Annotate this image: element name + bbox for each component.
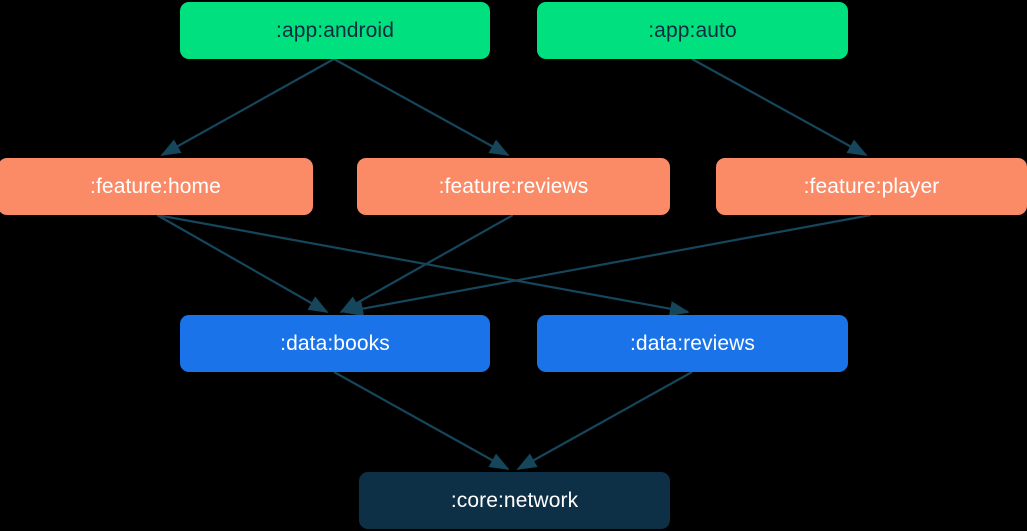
- graph-node-label: :data:books: [280, 332, 390, 355]
- graph-edge-feature-player-to-data-books: [343, 213, 872, 317]
- graph-node-feature-player[interactable]: :feature:player: [716, 158, 1027, 215]
- graph-node-label: :data:reviews: [629, 332, 756, 355]
- graph-node-data-reviews[interactable]: :data:reviews: [537, 315, 848, 372]
- graph-edge-feature-reviews-to-data-books: [339, 214, 514, 313]
- graph-node-label: :feature:player: [803, 175, 940, 198]
- graph-node-label: :app:auto: [648, 19, 737, 42]
- graph-node-app-android[interactable]: :app:android: [180, 2, 490, 59]
- graph-node-app-auto[interactable]: :app:auto: [537, 2, 848, 59]
- graph-edge-data-reviews-to-core-network: [516, 371, 693, 470]
- graph-node-core-network[interactable]: :core:network: [359, 472, 670, 529]
- edge-group: [156, 58, 872, 470]
- graph-edge-app-auto-to-feature-player: [691, 58, 868, 156]
- graph-edge-app-android-to-feature-reviews: [333, 58, 510, 156]
- graph-node-label: :app:android: [276, 19, 394, 42]
- graph-node-label: :feature:home: [90, 175, 221, 198]
- graph-node-label: :core:network: [450, 489, 579, 512]
- graph-edge-feature-home-to-data-books: [156, 214, 329, 313]
- graph-node-feature-home[interactable]: :feature:home: [0, 158, 313, 215]
- graph-node-feature-reviews[interactable]: :feature:reviews: [357, 158, 670, 215]
- graph-edge-data-books-to-core-network: [333, 371, 510, 470]
- graph-node-data-books[interactable]: :data:books: [180, 315, 490, 372]
- graph-node-label: :feature:reviews: [438, 175, 589, 198]
- graph-edge-app-android-to-feature-home: [160, 58, 335, 156]
- graph-edge-feature-home-to-data-reviews: [156, 213, 690, 317]
